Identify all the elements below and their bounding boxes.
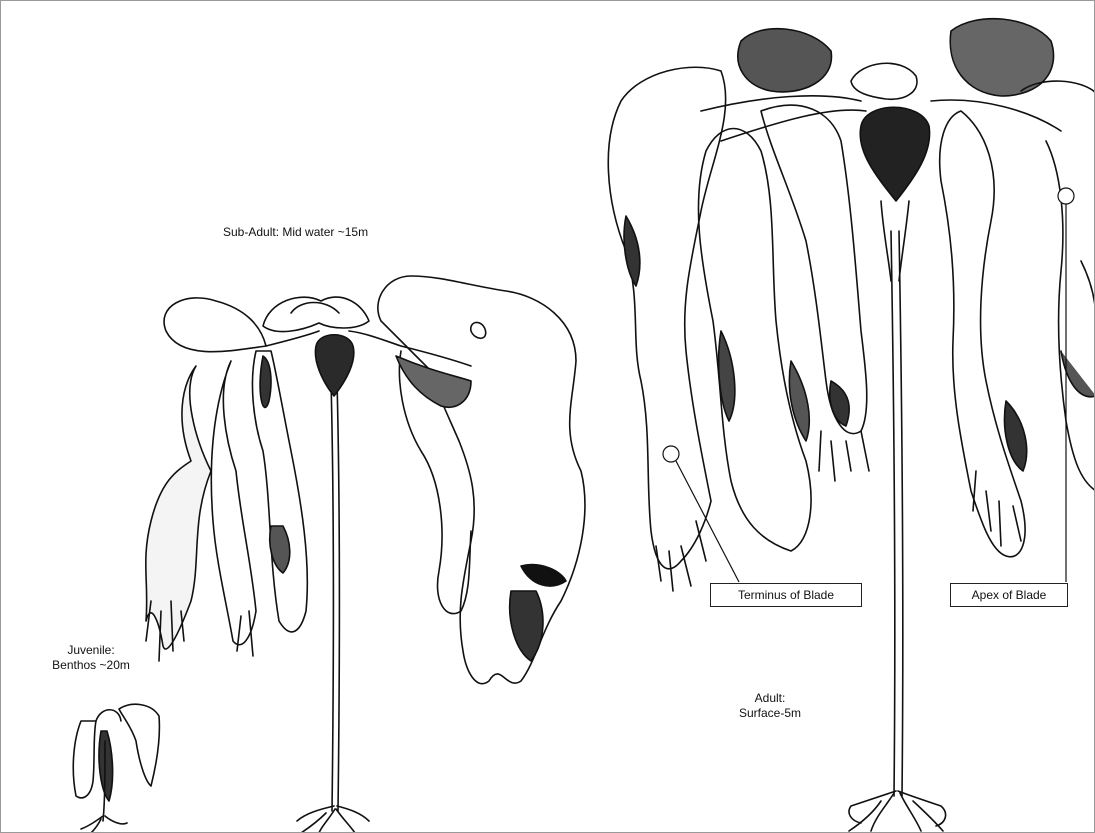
apex-marker bbox=[1058, 188, 1074, 204]
sub-adult-blade-left-outer bbox=[164, 298, 266, 352]
juvenile-stage-label-line1: Juvenile: bbox=[51, 643, 131, 658]
adult-kelp-illustration bbox=[608, 19, 1095, 831]
adult-blade-left bbox=[608, 67, 725, 569]
adult-stage-label-line2: Surface-5m bbox=[725, 706, 815, 721]
sub-adult-stage-label: Sub-Adult: Mid water ~15m bbox=[223, 225, 368, 240]
adult-stage-label-line1: Adult: bbox=[725, 691, 815, 706]
adult-holdfast bbox=[849, 791, 946, 831]
adult-blade-right bbox=[940, 111, 1025, 557]
sub-adult-stipe bbox=[331, 381, 339, 811]
juvenile-stage-label-line2: Benthos ~20m bbox=[51, 658, 131, 673]
adult-bulb bbox=[860, 107, 929, 201]
terminus-marker bbox=[663, 446, 679, 462]
sub-adult-kelp-illustration bbox=[146, 276, 585, 811]
adult-stipe bbox=[891, 231, 903, 796]
juvenile-blade-right bbox=[119, 704, 159, 786]
juvenile-blade-left bbox=[73, 721, 96, 798]
sub-adult-bulb bbox=[315, 335, 353, 396]
terminus-of-blade-callout: Terminus of Blade bbox=[710, 583, 862, 607]
apex-of-blade-callout: Apex of Blade bbox=[950, 583, 1068, 607]
juvenile-stage-label: Juvenile: Benthos ~20m bbox=[51, 643, 131, 673]
adult-stage-label: Adult: Surface-5m bbox=[725, 691, 815, 721]
juvenile-kelp-illustration bbox=[73, 704, 159, 833]
sub-adult-blade-right-outer bbox=[378, 276, 585, 684]
sub-adult-holdfast bbox=[297, 806, 369, 833]
